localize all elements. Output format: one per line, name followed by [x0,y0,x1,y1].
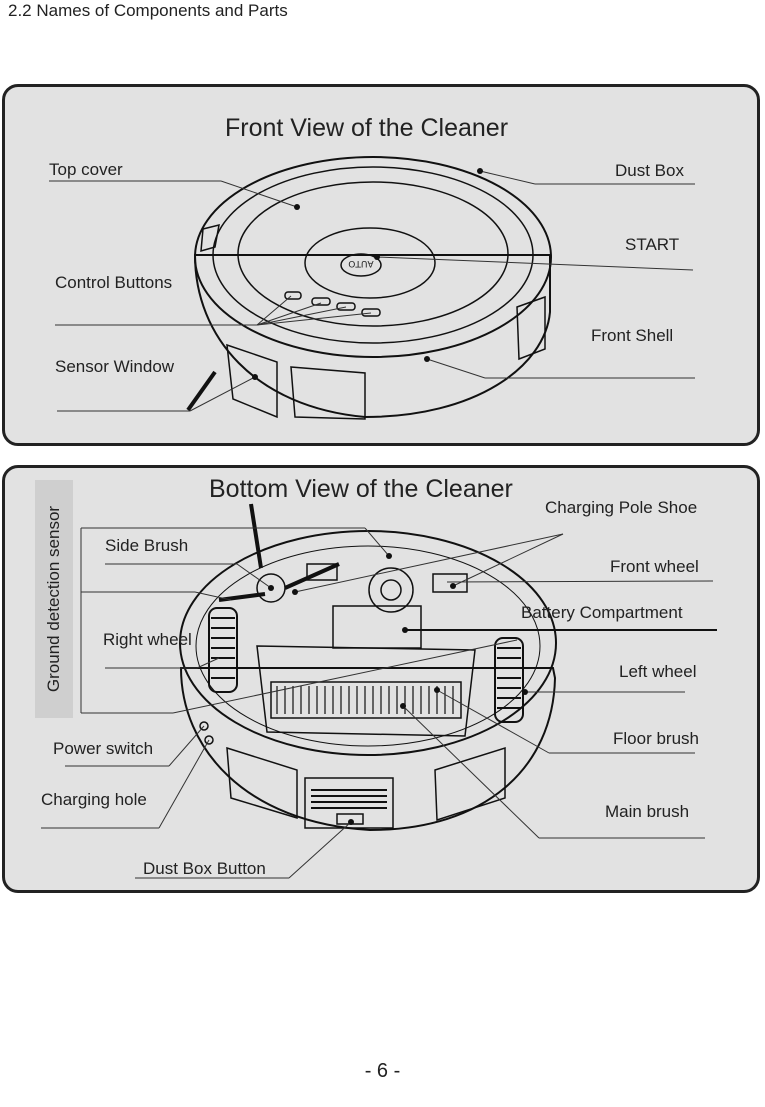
section-title: 2.2 Names of Components and Parts [8,1,288,20]
label-sensor-window: Sensor Window [55,357,175,376]
label-battery-compartment: Battery Compartment [521,603,683,622]
label-start: START [625,235,680,254]
label-top-cover: Top cover [49,160,123,179]
bottom-view-panel: Ground detection sensor Bottom View of t… [2,465,760,893]
label-main-brush: Main brush [605,802,690,821]
label-left-wheel: Left wheel [619,662,697,681]
front-view-panel: AUTO Front View of the Cleaner Top cover [2,84,760,446]
label-charging-hole: Charging hole [41,790,147,809]
label-side-brush: Side Brush [105,536,189,555]
label-dust-box-button: Dust Box Button [143,859,266,878]
front-view-title: Front View of the Cleaner [225,114,509,142]
label-dust-box: Dust Box [615,161,684,180]
page-number: - 6 - [364,1060,401,1082]
label-control-buttons: Control Buttons [55,273,173,292]
label-charging-pole-shoe: Charging Pole Shoe [545,498,698,517]
bottom-view-title: Bottom View of the Cleaner [209,475,513,503]
label-ground-detection-sensor: Ground detection sensor [44,505,63,693]
bottom-view-illustration [41,503,717,879]
auto-button-text: AUTO [348,258,373,268]
label-power-switch: Power switch [53,739,154,758]
front-view-illustration: AUTO [49,156,695,420]
label-front-wheel: Front wheel [610,557,699,576]
ground-sensor-label-box: Ground detection sensor [35,480,73,718]
label-right-wheel: Right wheel [103,630,192,649]
label-front-shell: Front Shell [591,326,674,345]
label-floor-brush: Floor brush [613,729,699,748]
